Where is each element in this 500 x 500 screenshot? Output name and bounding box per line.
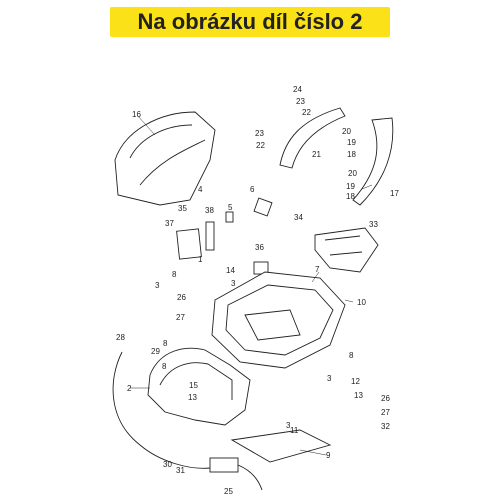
callout-c10: 10 [357,298,366,307]
part-7-luggage-frame [211,271,346,369]
callout-c12: 12 [351,377,360,386]
callout-c13b: 13 [354,391,363,400]
callout-c21: 21 [312,150,321,159]
callout-c35: 35 [178,204,187,213]
callout-c23a: 23 [296,97,305,106]
title-banner: Na obrázku díl číslo 2 [110,7,390,37]
callout-c14: 14 [226,266,235,275]
callout-c2: 2 [127,384,132,393]
callout-c20b: 20 [348,169,357,178]
callout-c19b: 19 [346,182,355,191]
part-2-body-panel [147,347,251,426]
part-33-bracket [314,227,379,273]
callout-c25: 25 [224,487,233,496]
callout-c8d: 8 [162,362,167,371]
callout-c20a: 20 [342,127,351,136]
callout-c15: 15 [189,381,198,390]
leader-lines [130,114,373,456]
callout-c23b: 23 [255,129,264,138]
callout-c18a: 18 [347,150,356,159]
callout-c27a: 27 [176,313,185,322]
callout-c8b: 8 [163,339,168,348]
callout-c29: 29 [151,347,160,356]
callout-c13a: 13 [188,393,197,402]
callout-c32: 32 [381,422,390,431]
callout-c8a: 8 [172,270,177,279]
part-25-lock [209,457,263,491]
part-16-cover [114,111,216,206]
part-21-grab-bar [279,107,346,169]
callout-labels: 1 2 3 3 3 3 4 5 6 7 8 8 8 8 9 10 11 12 1… [116,85,399,496]
callout-c22b: 22 [256,141,265,150]
callout-c38: 38 [205,206,214,215]
callout-c16: 16 [132,110,141,119]
callout-c6: 6 [250,185,255,194]
callout-c19a: 19 [347,138,356,147]
callout-c33: 33 [369,220,378,229]
callout-c26a: 26 [177,293,186,302]
small-parts-group [176,197,273,275]
callout-c3a: 3 [155,281,160,290]
callout-c28: 28 [116,333,125,342]
callout-c11: 11 [290,426,299,435]
callout-c22a: 22 [302,108,311,117]
callout-c34: 34 [294,213,303,222]
callout-c5: 5 [228,203,233,212]
callout-c27b: 27 [381,408,390,417]
callout-c24: 24 [293,85,302,94]
callout-c31: 31 [176,466,185,475]
cable [112,351,211,469]
callout-c4: 4 [198,185,203,194]
part-17-side-rail [352,117,394,206]
callout-c8c: 8 [349,351,354,360]
callout-c36: 36 [255,243,264,252]
callout-c26b: 26 [381,394,390,403]
callout-c7: 7 [315,265,320,274]
callout-c3c: 3 [327,374,332,383]
callout-c1: 1 [198,255,203,264]
callout-c9: 9 [326,451,331,460]
callout-c3b: 3 [231,279,236,288]
callout-c18b: 18 [346,192,355,201]
callout-c30: 30 [163,460,172,469]
callout-c37: 37 [165,219,174,228]
callout-c3d: 3 [286,421,291,430]
part-9-mat [230,429,332,463]
callout-c17: 17 [390,189,399,198]
